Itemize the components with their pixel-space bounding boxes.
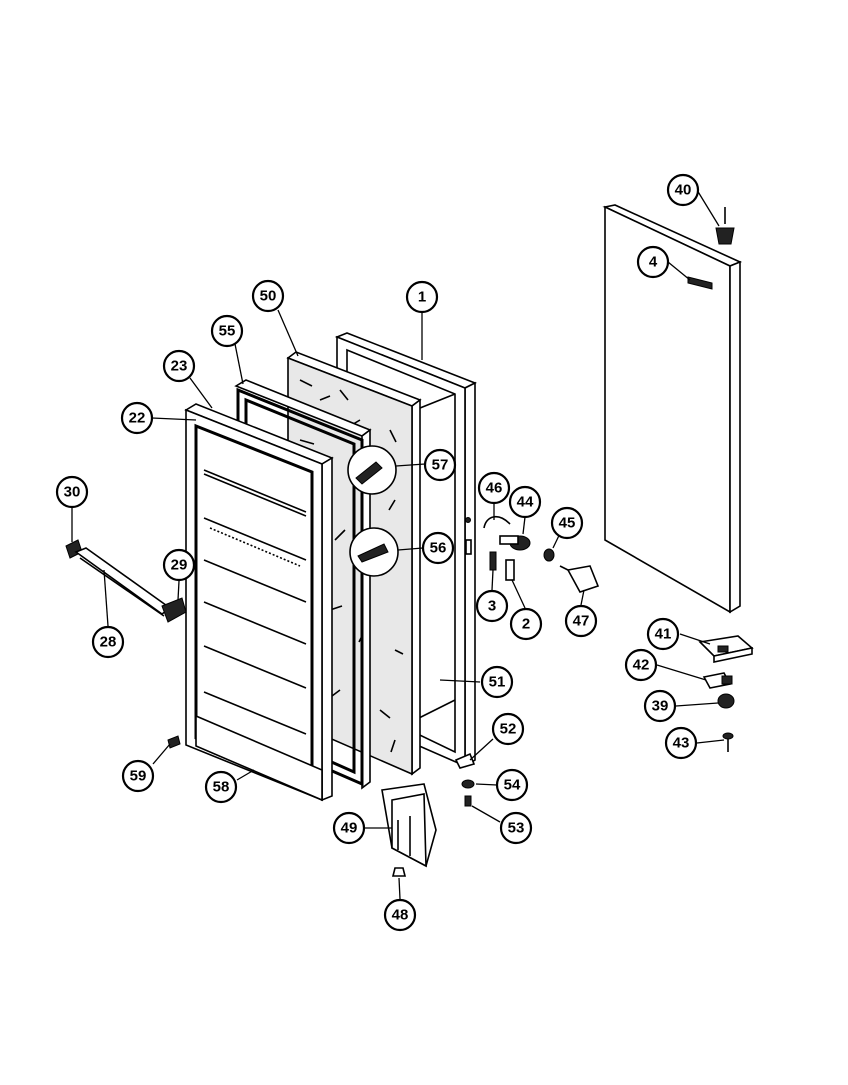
- callout-44: 44: [508, 485, 542, 519]
- callout-40: 40: [666, 173, 700, 207]
- callout-4: 4: [636, 245, 670, 279]
- callout-44-label: 44: [517, 494, 534, 511]
- callout-28: 28: [91, 625, 125, 659]
- callout-46: 46: [477, 471, 511, 505]
- callout-41-label: 41: [655, 626, 672, 643]
- callout-58: 58: [204, 770, 238, 804]
- callout-48-label: 48: [392, 907, 409, 924]
- callout-45-label: 45: [559, 515, 576, 532]
- callout-39-label: 39: [652, 698, 669, 715]
- callout-54-label: 54: [504, 777, 521, 794]
- hinge-cap-part: [715, 207, 735, 245]
- callout-23-label: 23: [171, 358, 188, 375]
- callout-1-label: 1: [418, 289, 426, 306]
- callout-22-label: 22: [129, 410, 146, 427]
- callout-30-label: 30: [64, 484, 81, 501]
- callout-55-label: 55: [219, 323, 236, 340]
- callout-56: 56: [421, 531, 455, 565]
- callout-45: 45: [550, 506, 584, 540]
- callout-50-label: 50: [260, 288, 277, 305]
- callout-47-label: 47: [573, 613, 590, 630]
- callout-56-label: 56: [430, 540, 447, 557]
- callout-2-label: 2: [522, 616, 530, 633]
- outer-door-panel: [602, 204, 743, 614]
- door-handle: [65, 539, 187, 623]
- callout-29: 29: [162, 548, 196, 582]
- callout-57-label: 57: [432, 457, 449, 474]
- callout-42: 42: [624, 648, 658, 682]
- callout-58-label: 58: [213, 779, 230, 796]
- bottom-parts: [167, 735, 476, 877]
- callout-53-label: 53: [508, 820, 525, 837]
- callout-4-label: 4: [649, 254, 658, 271]
- callout-46-label: 46: [486, 480, 503, 497]
- leader-lines: [71, 189, 725, 900]
- callout-48: 48: [383, 898, 417, 932]
- callout-55: 55: [210, 314, 244, 348]
- callout-53: 53: [499, 811, 533, 845]
- callout-57: 57: [423, 448, 457, 482]
- callout-49: 49: [332, 811, 366, 845]
- callout-43-label: 43: [673, 735, 690, 752]
- callout-59: 59: [121, 759, 155, 793]
- callout-1: 1: [405, 280, 439, 314]
- callout-29-label: 29: [171, 557, 188, 574]
- callout-51: 51: [480, 665, 514, 699]
- callout-40-label: 40: [675, 182, 692, 199]
- callout-51-label: 51: [489, 674, 506, 691]
- bottom-hinge-parts: [698, 635, 754, 752]
- lock-parts: [483, 516, 600, 593]
- callout-3-label: 3: [488, 598, 496, 615]
- callout-43: 43: [664, 726, 698, 760]
- callout-54: 54: [495, 768, 529, 802]
- callout-39: 39: [643, 689, 677, 723]
- callout-28-label: 28: [100, 634, 117, 651]
- callout-50: 50: [251, 279, 285, 313]
- callout-47: 47: [564, 604, 598, 638]
- callout-23: 23: [162, 349, 196, 383]
- callout-52-label: 52: [500, 721, 517, 738]
- callout-49-label: 49: [341, 820, 358, 837]
- callout-2: 2: [509, 607, 543, 641]
- callout-3: 3: [475, 589, 509, 623]
- callout-22: 22: [120, 401, 154, 435]
- callout-52: 52: [491, 712, 525, 746]
- callout-41: 41: [646, 617, 680, 651]
- screw-detail-circles: [347, 445, 399, 577]
- callout-42-label: 42: [633, 657, 650, 674]
- callout-59-label: 59: [130, 768, 147, 785]
- inner-door-liner: [184, 403, 334, 802]
- callout-30: 30: [55, 475, 89, 509]
